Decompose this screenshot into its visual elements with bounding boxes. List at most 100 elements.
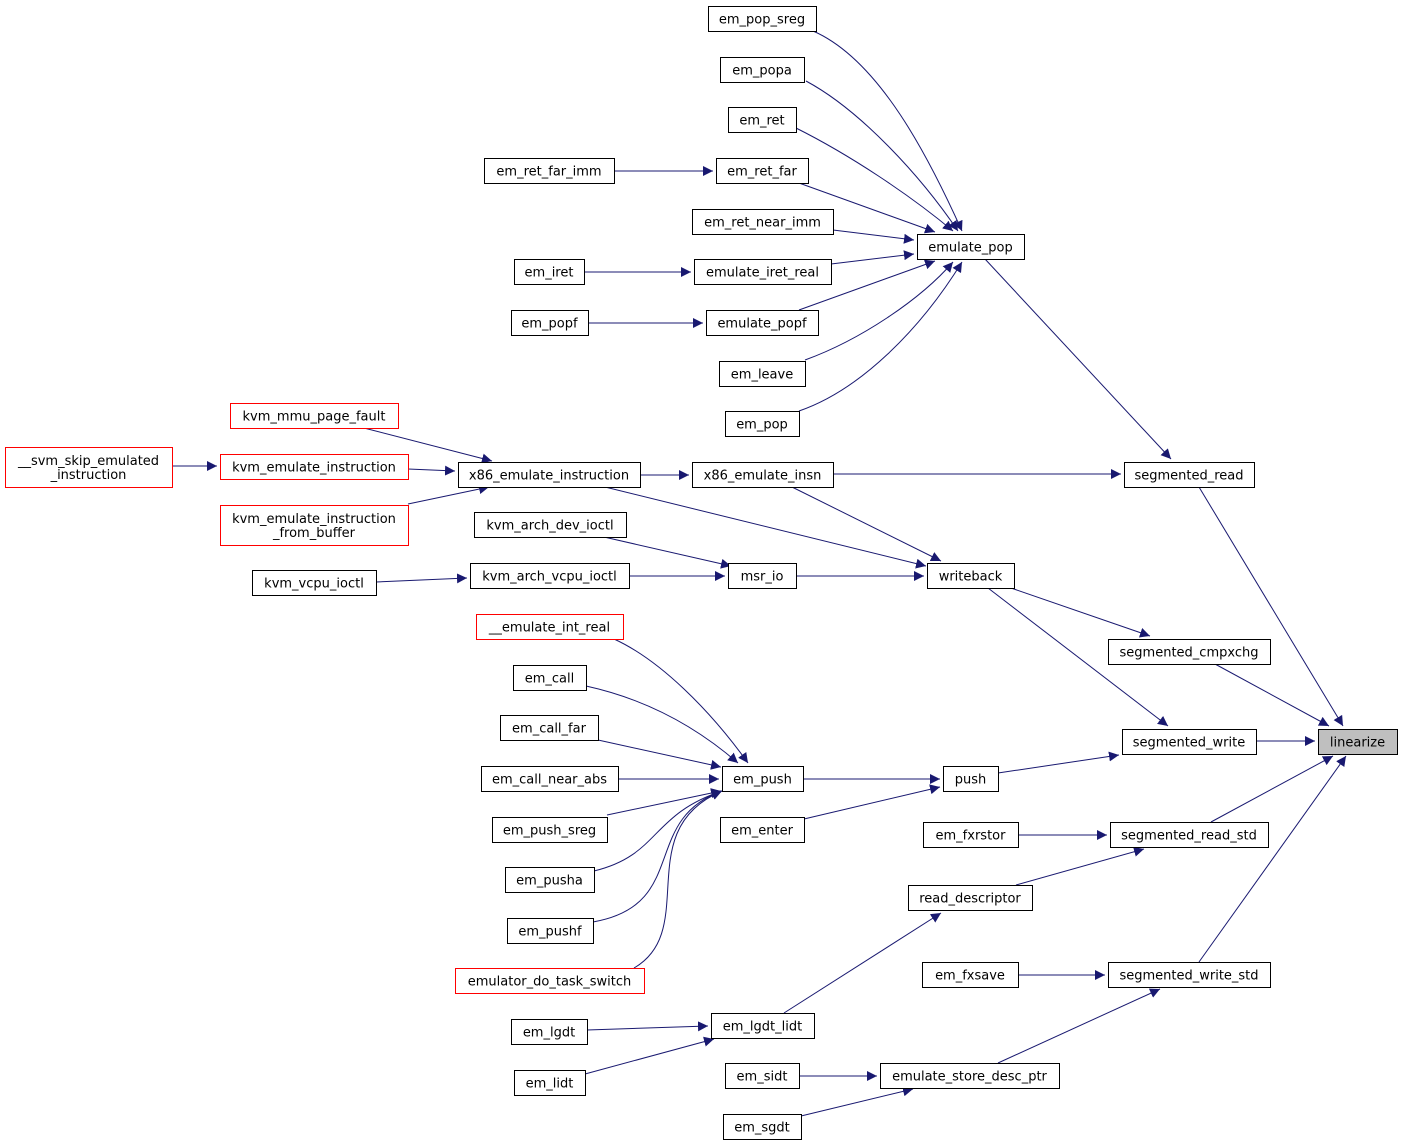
node-segmented-cmpxchg[interactable]: segmented_cmpxchg	[1108, 639, 1271, 665]
node-label: __svm_skip_emulated	[17, 454, 159, 469]
node-em-enter[interactable]: em_enter	[720, 817, 805, 843]
node-kvm-mmu-page-fault[interactable]: kvm_mmu_page_fault	[230, 403, 399, 429]
node-box	[722, 766, 804, 792]
node-em-pop-sreg[interactable]: em_pop_sreg	[708, 6, 817, 32]
node-em-pusha[interactable]: em_pusha	[505, 867, 595, 893]
node-emulate-popf[interactable]: emulate_popf	[706, 310, 819, 336]
node-box	[514, 259, 585, 285]
edge-line	[832, 229, 915, 244]
edge-emulate_popf-to-emulate_pop	[798, 259, 936, 311]
node-em-pop[interactable]: em_pop	[725, 411, 800, 437]
node-emulate-int-real[interactable]: __emulate_int_real	[476, 614, 624, 640]
node-emulate-store-desc-ptr[interactable]: emulate_store_desc_ptr	[880, 1063, 1060, 1089]
node-read-descriptor[interactable]: read_descriptor	[908, 885, 1033, 911]
edge-line	[407, 484, 490, 505]
node-box	[720, 57, 805, 83]
node-box	[1108, 962, 1271, 988]
edge-line	[593, 789, 723, 872]
edge-line	[586, 1021, 709, 1032]
node-em-leave[interactable]: em_leave	[719, 361, 806, 387]
node-em-fxsave[interactable]: em_fxsave	[922, 962, 1019, 988]
node-box	[481, 766, 619, 792]
node-box	[880, 1063, 1060, 1089]
edge-line	[407, 465, 456, 476]
node-emulate-pop[interactable]: emulate_pop	[917, 234, 1025, 260]
node-em-ret-far[interactable]: em_ret_far	[716, 158, 809, 184]
node-em-push-sreg[interactable]: em_push_sreg	[492, 817, 608, 843]
node-em-ret[interactable]: em_ret	[728, 107, 797, 133]
node-em-push[interactable]: em_push	[722, 766, 804, 792]
node-em-lgdt-lidt[interactable]: em_lgdt_lidt	[711, 1013, 815, 1039]
edge-line	[633, 790, 723, 969]
node-label: segmented_read_std	[1121, 829, 1257, 844]
node-layer: linearize segmented_read segmented_cmpxchg…	[5, 6, 1398, 1140]
edge-line	[363, 427, 493, 464]
node-label: em_leave	[731, 368, 793, 383]
node-linearize[interactable]: linearize	[1318, 729, 1398, 755]
node-box	[927, 563, 1015, 589]
node-box	[1122, 729, 1257, 755]
node-em-call[interactable]: em_call	[513, 665, 587, 691]
edge-line	[592, 789, 723, 923]
node-em-sidt[interactable]: em_sidt	[725, 1063, 800, 1089]
edge-em_ret_far-to-emulate_pop	[798, 182, 936, 234]
node-em-call-near-abs[interactable]: em_call_near_abs	[481, 766, 619, 792]
edge-line	[375, 573, 468, 584]
node-kvm-emulate-instruction[interactable]: kvm_emulate_instruction	[220, 454, 409, 480]
node-msr-io[interactable]: msr_io	[728, 563, 797, 589]
node-label: writeback	[939, 570, 1003, 585]
node-push[interactable]: push	[943, 766, 999, 792]
node-label: em_pushf	[518, 925, 582, 940]
node-kvm-vcpu-ioctl[interactable]: kvm_vcpu_ioctl	[252, 570, 377, 596]
node-em-popa[interactable]: em_popa	[720, 57, 805, 83]
node-segmented-read-std[interactable]: segmented_read_std	[1110, 822, 1269, 848]
node-em-call-far[interactable]: em_call_far	[500, 715, 599, 741]
node-segmented-write-std[interactable]: segmented_write_std	[1108, 962, 1271, 988]
node-kvm-arch-vcpu-ioctl[interactable]: kvm_arch_vcpu_ioctl	[470, 563, 630, 589]
edge-em_pushf-to-em_push	[592, 789, 723, 923]
node-x86-emulate-insn[interactable]: x86_emulate_insn	[692, 462, 834, 488]
node-label: _instruction	[50, 468, 127, 483]
node-segmented-write[interactable]: segmented_write	[1122, 729, 1257, 755]
node-em-fxrstor[interactable]: em_fxrstor	[923, 822, 1019, 848]
edge-em_pusha-to-em_push	[593, 789, 723, 872]
node-label: em_push	[733, 773, 792, 788]
edge-em_popa-to-emulate_pop	[805, 80, 959, 232]
node-writeback[interactable]: writeback	[927, 563, 1015, 589]
edge-kvm_emulate_instruction-to-x86_emulate_instruction	[407, 465, 456, 476]
node-em-ret-near-imm[interactable]: em_ret_near_imm	[692, 209, 834, 235]
edge-line	[798, 261, 963, 412]
edge-line	[800, 1086, 914, 1117]
node-kvm-arch-dev-ioctl[interactable]: kvm_arch_dev_ioctl	[474, 512, 627, 538]
edge-line	[585, 685, 739, 764]
node-box	[711, 1013, 815, 1039]
node-box	[458, 462, 641, 488]
edge-x86_emulate_instruction-to-writeback	[604, 486, 927, 569]
node-label: em_ret_far_imm	[496, 165, 601, 180]
node-segmented-read[interactable]: segmented_read	[1124, 462, 1255, 488]
node-label: kvm_emulate_instruction	[232, 512, 396, 527]
edge-line	[613, 638, 749, 764]
edge-em_enter-to-push	[803, 784, 941, 820]
node-label: x86_emulate_instruction	[469, 469, 629, 484]
node-em-iret[interactable]: em_iret	[514, 259, 585, 285]
edge-x86_emulate_insn-to-writeback	[791, 486, 942, 562]
node-em-pushf[interactable]: em_pushf	[507, 918, 594, 944]
node-svm-skip-emulated-instruction[interactable]: __svm_skip_emulated_instruction	[5, 447, 173, 488]
node-kvm-emulate-instruction-from-buffer[interactable]: kvm_emulate_instruction_from_buffer	[220, 505, 409, 546]
edge-em_leave-to-emulate_pop	[804, 261, 954, 361]
edge-em_pop-to-emulate_pop	[798, 261, 963, 412]
node-x86-emulate-instruction[interactable]: x86_emulate_instruction	[458, 462, 641, 488]
node-em-lgdt[interactable]: em_lgdt	[511, 1019, 588, 1045]
edge-line	[812, 30, 963, 232]
node-emulate-iret-real[interactable]: emulate_iret_real	[694, 259, 832, 285]
edge-line	[984, 258, 1172, 460]
node-em-popf[interactable]: em_popf	[511, 310, 589, 336]
node-em-ret-far-imm[interactable]: em_ret_far_imm	[484, 158, 615, 184]
node-em-lidt[interactable]: em_lidt	[514, 1070, 586, 1096]
node-label: segmented_cmpxchg	[1120, 646, 1259, 661]
node-box	[908, 885, 1033, 911]
edge-line	[798, 182, 936, 234]
node-em-sgdt[interactable]: em_sgdt	[723, 1114, 802, 1140]
node-emulator-do-task-switch[interactable]: emulator_do_task_switch	[455, 968, 645, 994]
